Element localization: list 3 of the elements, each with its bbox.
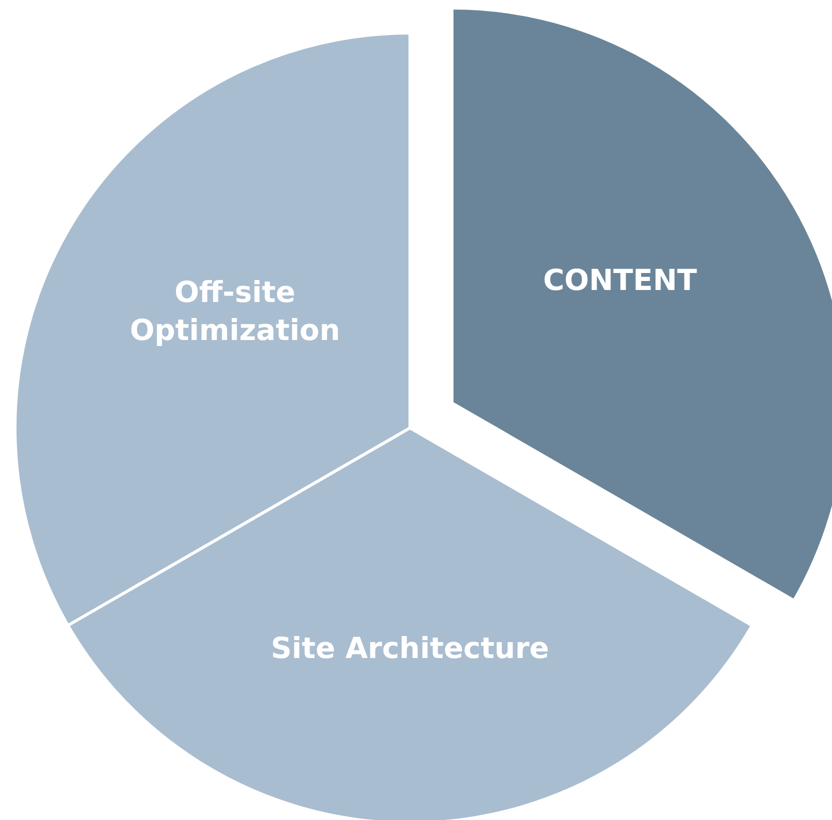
slice-label: CONTENT	[543, 262, 697, 299]
slice-label: Site Architecture	[270, 630, 550, 667]
slice-label: Off-site Optimization	[128, 274, 342, 349]
